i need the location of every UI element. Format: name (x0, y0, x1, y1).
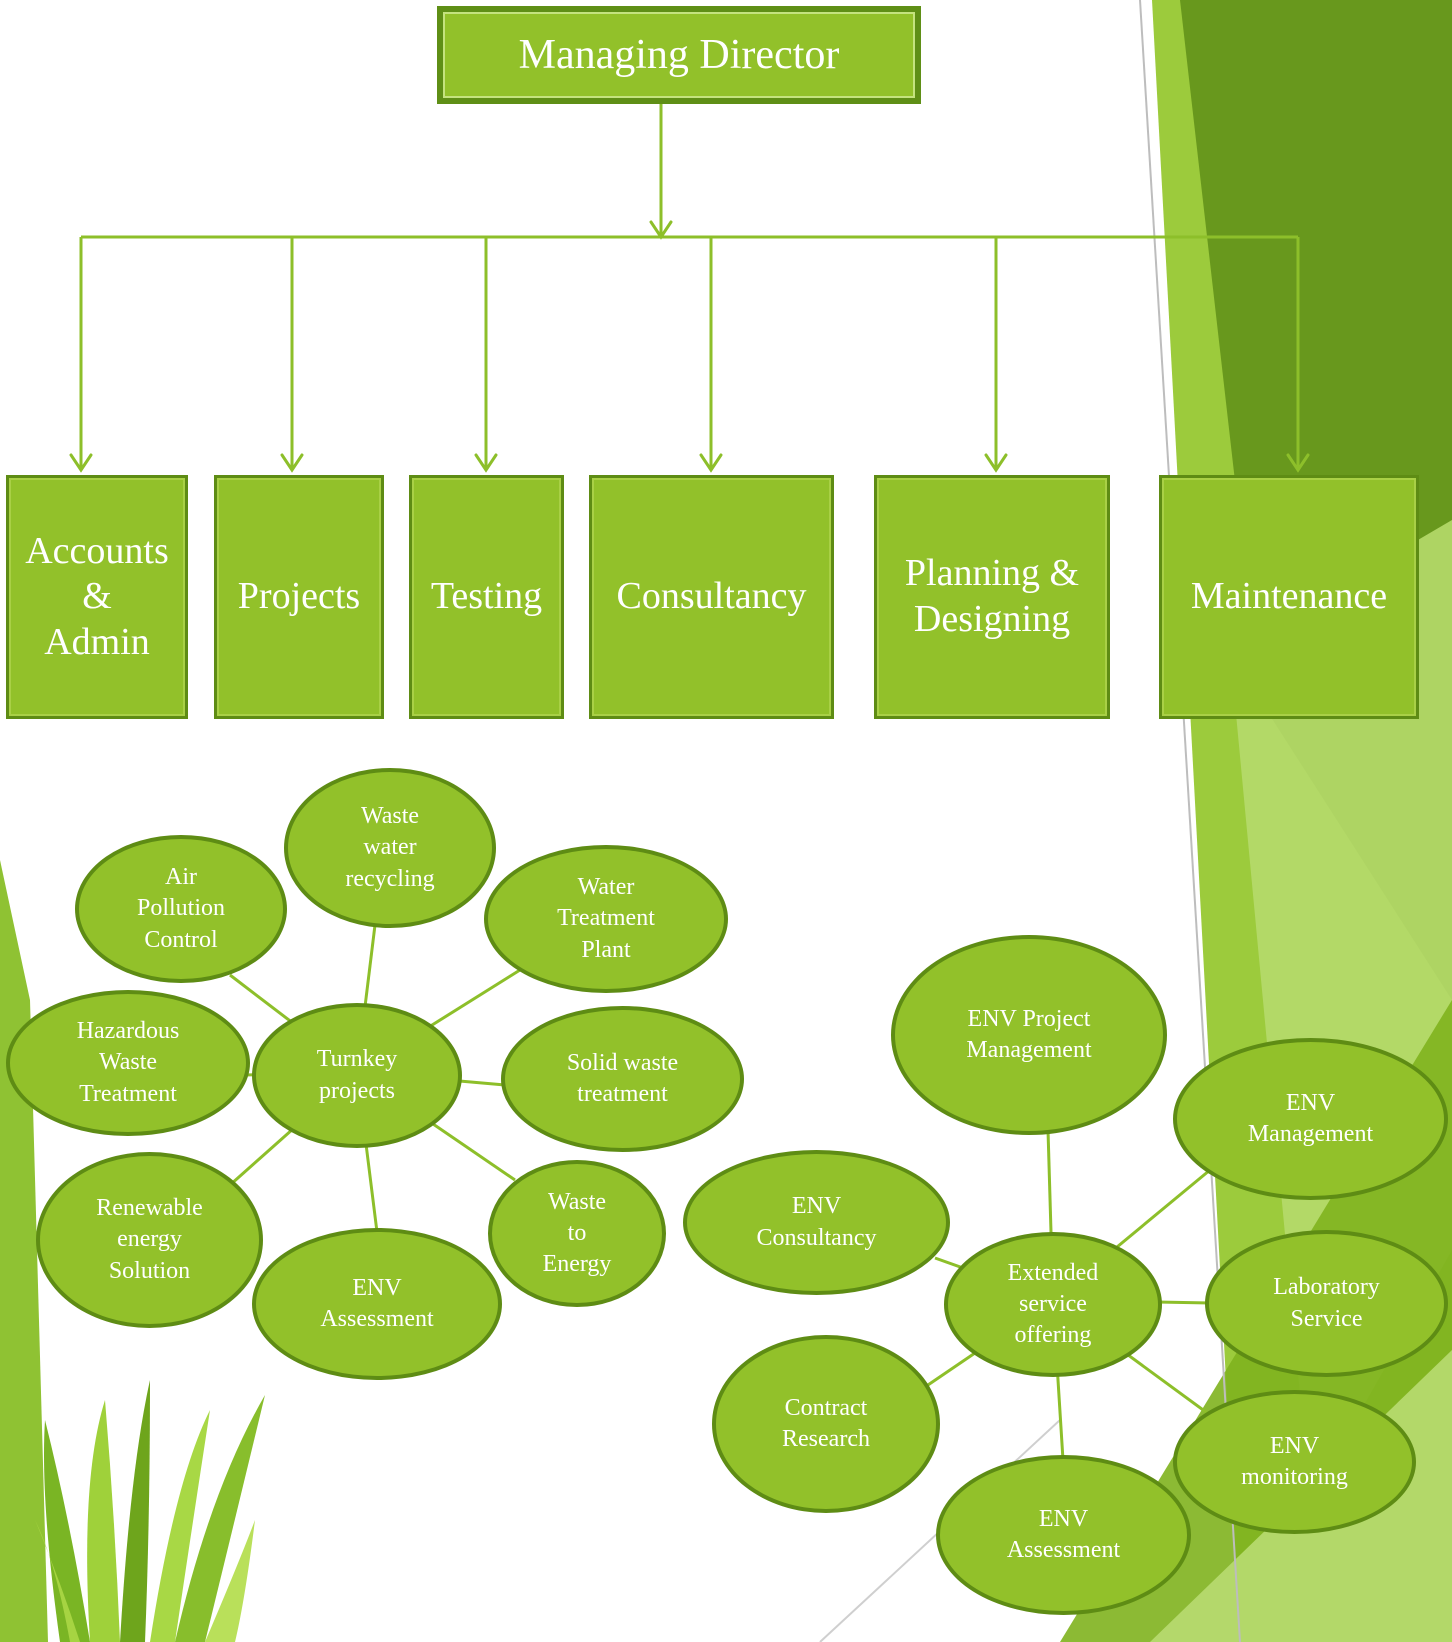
turnkey-hub: Turnkey projects (252, 1003, 462, 1148)
node-air-pollution: Air Pollution Control (75, 835, 287, 983)
node-laboratory: Laboratory Service (1205, 1230, 1448, 1377)
dept-accounts: Accounts & Admin (6, 475, 188, 719)
grass-decoration (35, 1380, 265, 1642)
grass-blade (87, 1400, 120, 1642)
arrowhead-planning (984, 453, 1008, 473)
arrowhead-accounts (69, 453, 93, 473)
node-env-assessment-2: ENV Assessment (936, 1455, 1191, 1615)
node-water-treatment: Water Treatment Plant (484, 845, 728, 993)
node-hazardous: Hazardous Waste Treatment (6, 990, 250, 1136)
node-renewable: Renewable energy Solution (36, 1152, 263, 1328)
dept-maintenance: Maintenance (1159, 475, 1419, 719)
decor-diagonal-line (1139, 0, 1241, 1642)
managing-director-box: Managing Director (437, 6, 921, 104)
node-env-management: ENV Management (1173, 1038, 1448, 1200)
extended-hub: Extended service offering (944, 1232, 1162, 1377)
arrowhead-testing (474, 453, 498, 473)
dept-consultancy: Consultancy (589, 475, 834, 719)
grass-blade (44, 1420, 90, 1642)
arrowhead-md (649, 220, 673, 240)
node-solid-waste: Solid waste treatment (501, 1006, 744, 1152)
dept-planning: Planning & Designing (874, 475, 1110, 719)
node-waste-to-energy: Waste to Energy (488, 1160, 666, 1307)
node-env-assessment: ENV Assessment (252, 1228, 502, 1380)
node-wastewater: Waste water recycling (284, 768, 496, 928)
arrowhead-maintenance (1286, 453, 1310, 473)
dept-testing: Testing (409, 475, 564, 719)
arrowhead-projects (280, 453, 304, 473)
node-env-monitoring: ENV monitoring (1173, 1390, 1416, 1534)
grass-blade (175, 1395, 265, 1642)
grass-blade (150, 1410, 210, 1642)
node-contract-research: Contract Research (712, 1335, 940, 1513)
grass-blade (35, 1520, 80, 1642)
node-env-consultancy: ENV Consultancy (683, 1150, 950, 1295)
arrowhead-consultancy (699, 453, 723, 473)
grass-blade (205, 1520, 255, 1642)
dept-projects: Projects (214, 475, 384, 719)
grass-blade (120, 1380, 150, 1642)
node-env-project-mgmt: ENV Project Management (891, 935, 1167, 1135)
managing-director-label: Managing Director (443, 12, 915, 98)
